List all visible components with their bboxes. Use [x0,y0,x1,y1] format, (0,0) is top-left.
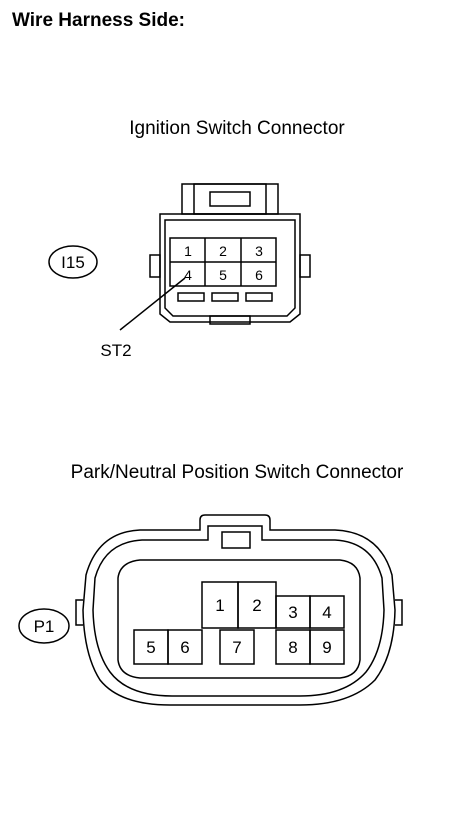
pnp-pin-8: 8 [288,638,297,657]
pnp-pin-2: 2 [252,596,261,615]
pnp-pin-7: 7 [232,638,241,657]
pnp-housing-inner [92,525,385,697]
ignition-latch-tab [209,191,251,207]
ignition-bottom-key [209,315,251,325]
ignition-latch-outer [181,183,279,215]
pnp-code-label: P1 [34,617,55,636]
pnp-pin-6: 6 [180,638,189,657]
pnp-pin-1: 1 [215,596,224,615]
ignition-housing [159,213,301,323]
pnp-connector: 1 2 3 4 5 6 7 8 9 P1 [18,514,403,706]
pnp-bump-right [395,599,403,626]
diagram-heading: Wire Harness Side: [12,10,186,31]
pnp-connector-caption: Park/Neutral Position Switch Connector [70,462,404,483]
ignition-connector-caption: Ignition Switch Connector [129,118,345,139]
ignition-pin-6: 6 [255,267,263,283]
ignition-pin-1: 1 [184,243,192,259]
pnp-pin-9: 9 [322,638,331,657]
ignition-pin-2: 2 [219,243,227,259]
pnp-cell-9 [309,629,345,665]
st2-leader-line [119,277,186,331]
ignition-rib-right [299,254,311,278]
ignition-code-label: I15 [61,253,85,272]
pnp-cell-7 [219,629,255,665]
pnp-code-oval [18,608,70,644]
ignition-slot-1 [177,292,205,302]
ignition-pin-4: 4 [184,267,192,283]
pnp-latch-window [221,531,251,549]
pnp-pin-5: 5 [146,638,155,657]
pnp-cell-4 [309,595,345,629]
pnp-housing-outer [82,514,396,706]
pnp-bump-left [75,599,83,626]
ignition-slot-2 [211,292,239,302]
pnp-cell-6 [167,629,203,665]
ignition-housing-inner [164,219,296,317]
pnp-terminal-face [117,559,361,679]
ignition-rib-left [149,254,161,278]
ignition-latch-inner [193,183,267,215]
ignition-code-oval [48,245,98,279]
ignition-pin-5: 5 [219,267,227,283]
st2-callout-label: ST2 [100,341,131,360]
pnp-pin-3: 3 [288,603,297,622]
ignition-slot-3 [245,292,273,302]
ignition-pin-3: 3 [255,243,263,259]
ignition-connector: 1 2 3 4 5 6 I15 ST2 [48,183,311,360]
pnp-pin-4: 4 [322,603,331,622]
